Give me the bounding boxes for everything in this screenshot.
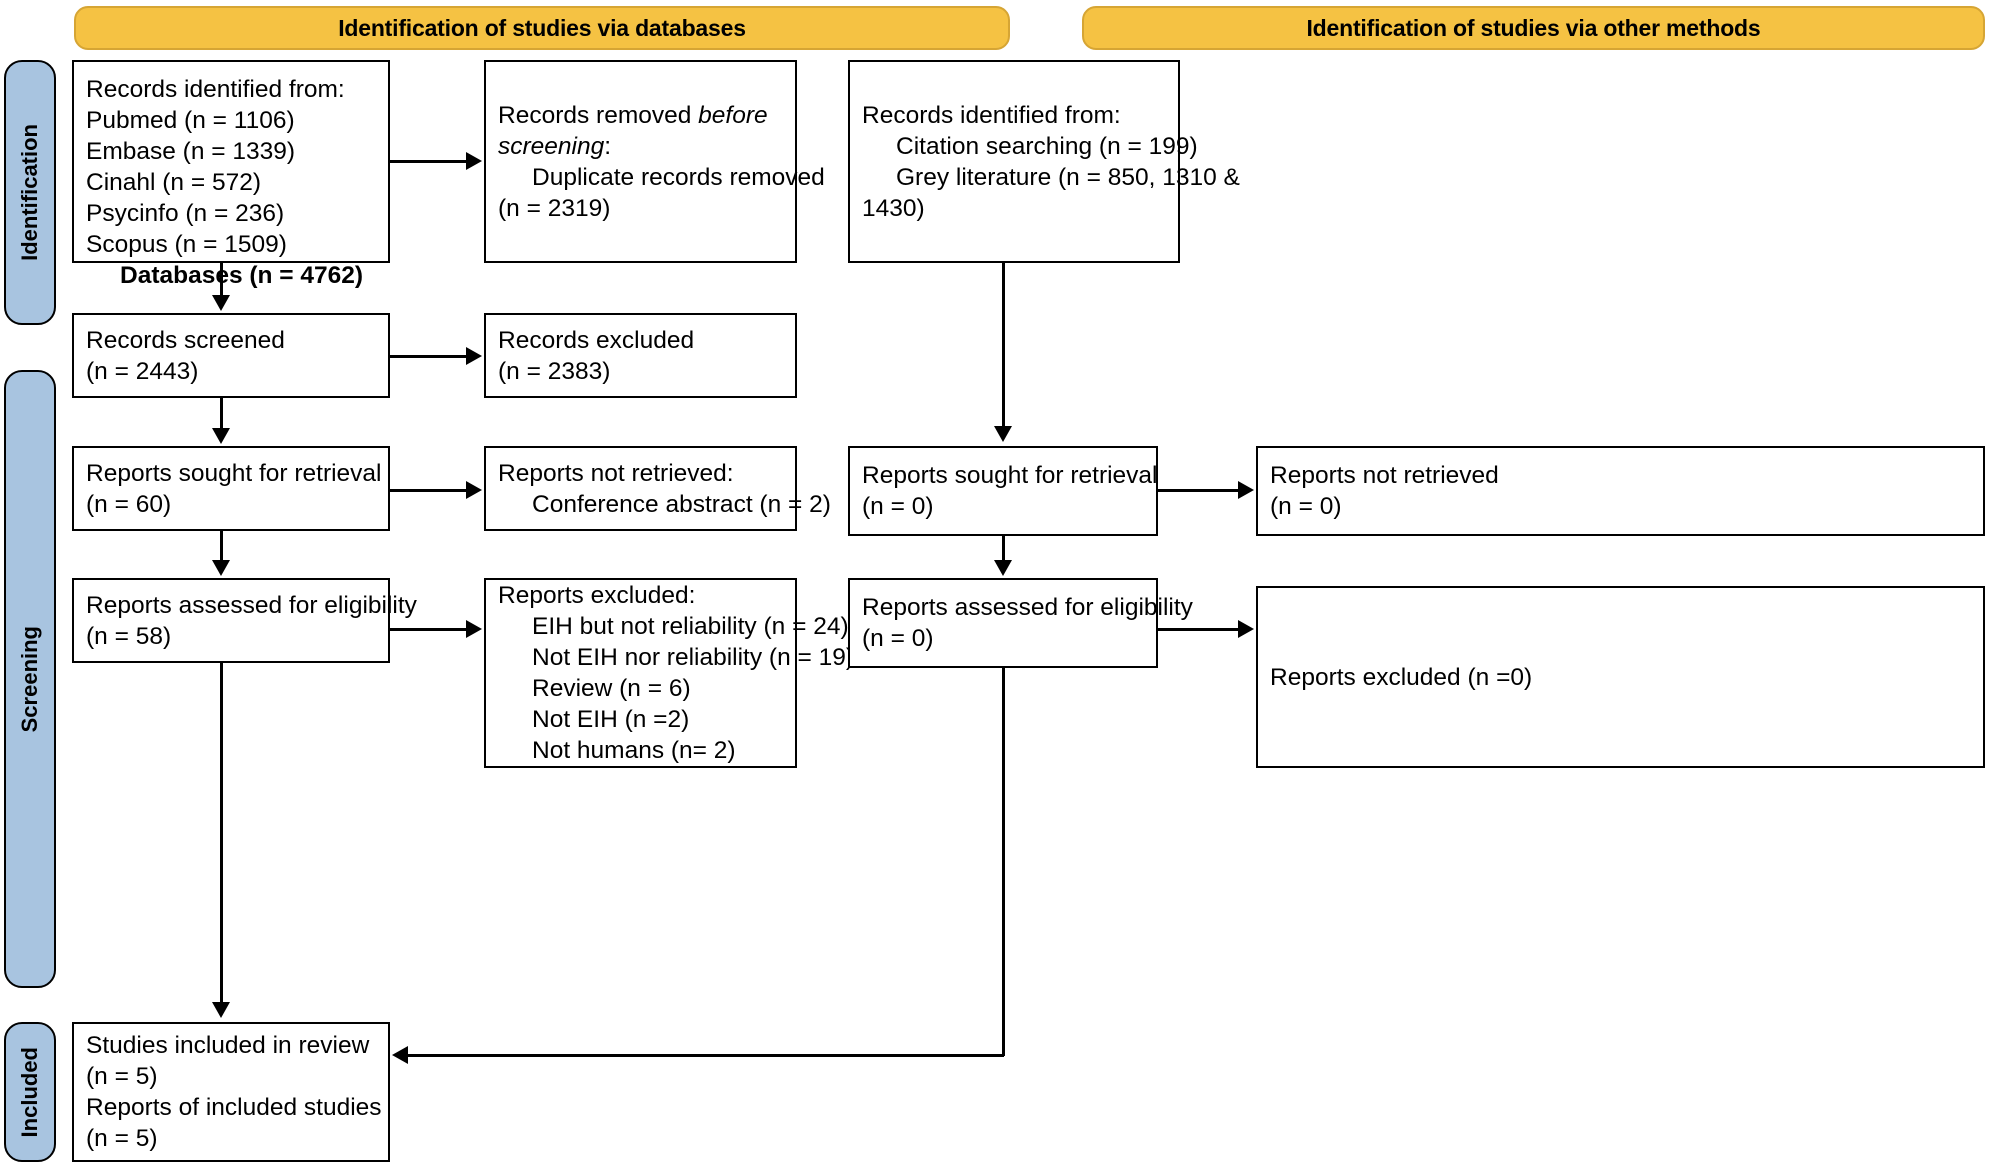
connector-other-sought-to-assessed [1002,536,1005,562]
box-reports-not-retrieved-databases: Reports not retrieved: Conference abstra… [484,446,831,531]
stage-bar-included: Included [4,1022,56,1162]
arrowhead-other-sought-to-assessed [994,560,1012,576]
box-reports-excluded-other-methods: Reports excluded (n =0) [1256,586,1985,768]
records-removed-line-4: (n = 2319) [498,194,611,222]
reports-not-retrieved-right-line-1: Reports not retrieved [1270,462,1499,489]
reports-assessed-right-line-2: (n = 0) [862,625,934,652]
connector-other-assessed-down-to-included [1002,668,1005,1056]
arrowhead-identified-to-screened [212,295,230,311]
records-identified-line-psycinfo: Psycinfo (n = 236) [86,200,285,227]
arrowhead-sought-to-not-retrieved-left [466,481,482,499]
reports-excluded-right-line-1: Reports excluded (n =0) [1270,663,1533,691]
studies-included-line-1: Studies included in review [86,1032,370,1059]
connector-other-sought-to-not-retrieved [1158,489,1240,492]
connector-sought-to-assessed-left [220,531,223,563]
records-identified-other-line-4: 1430) [862,194,925,222]
reports-excluded-left-line-6: Not humans (n= 2) [532,737,736,764]
records-identified-other-line-2: Citation searching (n = 199) [896,132,1198,160]
box-reports-sought-other-methods: Reports sought for retrieval (n = 0) [848,446,1158,536]
reports-excluded-left-line-4: Review (n = 6) [532,675,691,702]
records-removed-text-emphasis-screening: screening [498,132,605,160]
records-removed-line-3: Duplicate records removed [532,163,825,191]
reports-excluded-left-line-3: Not EIH nor reliability (n = 19) [532,644,855,671]
records-removed-line-1: Records removed before [498,100,783,131]
connector-screened-to-sought [220,398,223,430]
reports-sought-right-line-2: (n = 0) [862,493,934,520]
records-screened-line-1: Records screened [86,326,285,354]
arrowhead-sought-to-assessed-left [212,560,230,576]
banner-identification-databases: Identification of studies via databases [74,6,1010,50]
connector-other-identified-to-sought [1002,263,1005,428]
reports-not-retrieved-right-line-2: (n = 0) [1270,493,1342,520]
arrowhead-other-identified-to-sought [994,426,1012,442]
connector-assessed-to-excluded-left [390,628,468,631]
stage-label-screening: Screening [17,625,42,733]
studies-included-line-3: Reports of included studies [86,1094,382,1121]
records-removed-text-colon: : [604,132,612,160]
arrowhead-screened-to-excluded [466,347,482,365]
connector-screened-to-excluded [390,355,468,358]
stage-label-included: Included [17,1046,42,1138]
connector-identified-to-screened [220,263,223,297]
records-identified-other-line-3: Grey literature (n = 850, 1310 & [896,163,1240,191]
arrowhead-other-sought-to-not-retrieved [1238,481,1254,499]
banner-databases-label: Identification of studies via databases [338,14,746,41]
reports-not-retrieved-left-line-1: Reports not retrieved: [498,459,734,487]
banner-identification-other-methods: Identification of studies via other meth… [1082,6,1985,50]
records-identified-line-cinahl: Cinahl (n = 572) [86,169,262,196]
connector-sought-to-not-retrieved-left [390,489,468,492]
connector-other-included-horizontal [406,1054,1004,1057]
box-records-removed-before-screening: Records removed before screening: Duplic… [484,60,825,263]
connector-other-assessed-to-excluded [1158,628,1240,631]
reports-excluded-left-line-1: Reports excluded: [498,582,696,609]
records-excluded-line-1: Records excluded [498,326,695,354]
reports-assessed-left-line-2: (n = 58) [86,622,172,650]
box-studies-included: Studies included in review (n = 5) Repor… [72,1022,390,1162]
studies-included-line-4: (n = 5) [86,1125,158,1152]
arrowhead-identified-to-removed [466,152,482,170]
studies-included-line-2: (n = 5) [86,1063,158,1090]
stage-bar-identification: Identification [4,60,56,325]
box-reports-sought-databases: Reports sought for retrieval (n = 60) [72,446,390,531]
connector-assessed-to-included [220,663,223,1004]
box-reports-assessed-other-methods: Reports assessed for eligibility (n = 0) [848,578,1193,668]
reports-assessed-left-line-1: Reports assessed for eligibility [86,591,417,619]
records-identified-other-line-1: Records identified from: [862,101,1121,129]
records-identified-line-1: Records identified from: [86,76,345,103]
box-reports-assessed-databases: Reports assessed for eligibility (n = 58… [72,578,417,663]
reports-excluded-left-line-2: EIH but not reliability (n = 24) [532,613,849,640]
arrowhead-other-to-included [392,1046,408,1064]
connector-identified-to-removed [390,160,468,163]
stage-label-identification: Identification [17,124,42,261]
arrowhead-screened-to-sought [212,428,230,444]
records-identified-line-scopus: Scopus (n = 1509) [86,231,287,258]
reports-not-retrieved-left-line-2: Conference abstract (n = 2) [532,490,831,518]
box-reports-excluded-databases: Reports excluded: EIH but not reliabilit… [484,578,855,768]
records-excluded-line-2: (n = 2383) [498,357,611,385]
box-records-screened: Records screened (n = 2443) [72,313,390,398]
box-reports-not-retrieved-other-methods: Reports not retrieved (n = 0) [1256,446,1985,536]
records-removed-text-emphasis-before: before [698,101,768,129]
records-removed-line-2: screening: [498,131,783,162]
reports-excluded-left-line-5: Not EIH (n =2) [532,706,690,733]
stage-bar-screening: Screening [4,370,56,988]
records-identified-line-databases-total: Databases (n = 4762) [120,262,364,289]
banner-other-methods-label: Identification of studies via other meth… [1306,14,1761,41]
reports-sought-right-line-1: Reports sought for retrieval [862,462,1158,489]
records-screened-line-2: (n = 2443) [86,357,199,385]
reports-sought-left-line-1: Reports sought for retrieval [86,459,382,487]
box-records-excluded: Records excluded (n = 2383) [484,313,797,398]
arrowhead-assessed-to-excluded-left [466,620,482,638]
records-identified-line-embase: Embase (n = 1339) [86,138,296,165]
arrowhead-assessed-to-included [212,1002,230,1018]
records-identified-line-pubmed: Pubmed (n = 1106) [86,107,295,134]
arrowhead-other-assessed-to-excluded [1238,620,1254,638]
reports-sought-left-line-2: (n = 60) [86,490,172,518]
reports-assessed-right-line-1: Reports assessed for eligibility [862,594,1193,621]
box-records-identified-databases: Records identified from: Pubmed (n = 110… [72,60,390,289]
records-removed-text-prefix: Records removed [498,101,699,129]
box-records-identified-other-methods: Records identified from: Citation search… [848,60,1240,263]
